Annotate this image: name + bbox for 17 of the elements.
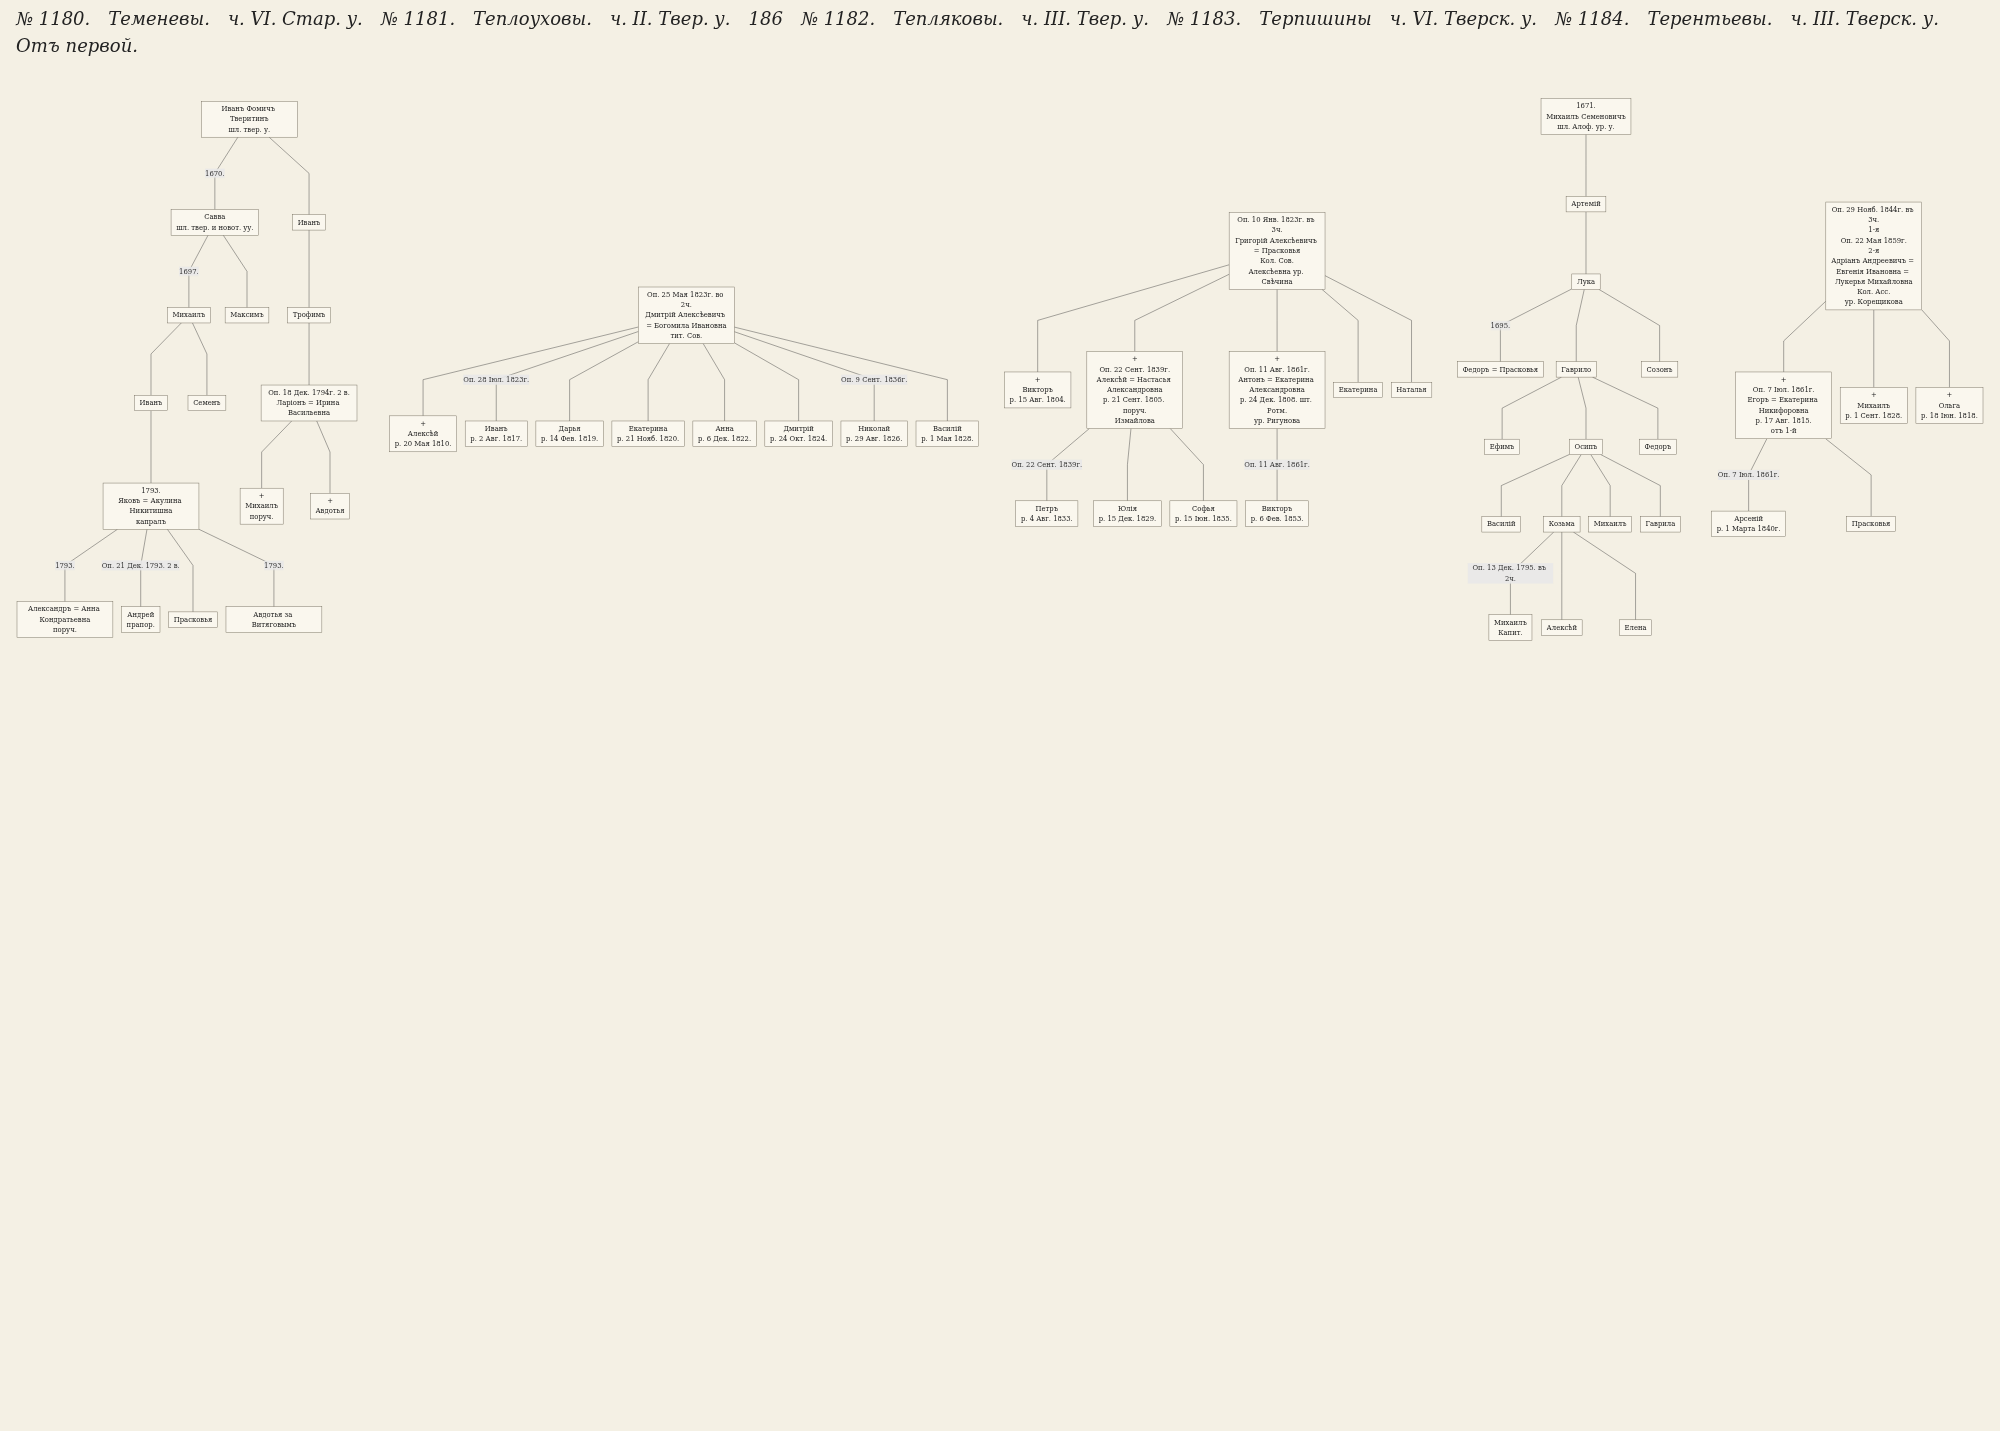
note-text: Тепляковы. (893, 8, 1004, 29)
note-text: Теплоуховы. (473, 8, 592, 29)
note-text: Теменевы. (108, 8, 210, 29)
note-text: ч. II. Твер. у. (609, 8, 731, 29)
note-text: Отъ первой. (16, 35, 138, 56)
note-text: ч. III. Тверск. у. (1790, 8, 1939, 29)
note-text: Терпишины (1259, 8, 1372, 29)
note-text: № 1183. (1166, 8, 1242, 29)
note-text: ч. VI. Стар. у. (227, 8, 363, 29)
note-text: ч. III. Твер. у. (1021, 8, 1149, 29)
note-text: № 1182. (800, 8, 876, 29)
note-text: ч. VI. Тверск. у. (1389, 8, 1538, 29)
note-text: Терентьевы. (1647, 8, 1773, 29)
note-text: № 1184. (1555, 8, 1630, 29)
note-text: № 1181. (380, 8, 456, 29)
note-text: № 1180. (16, 8, 91, 29)
note-text: 186 (748, 8, 783, 29)
